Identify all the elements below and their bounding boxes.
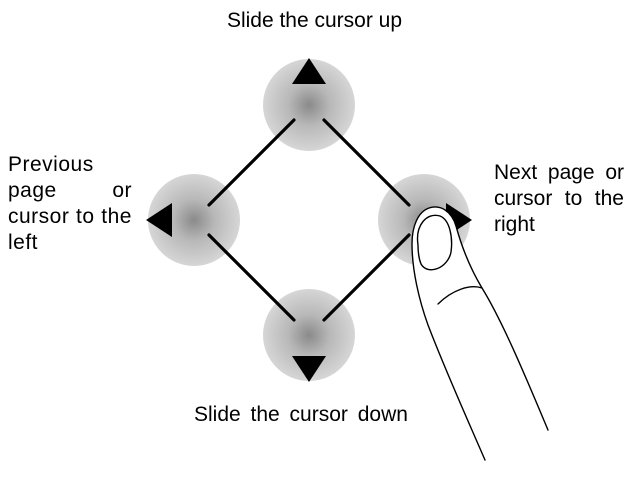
pointing-finger-icon [411,206,549,461]
previous-page-label: Previous page or cursor to the left [8,153,132,254]
slide-down-label: Slide the cursor down [194,403,408,426]
slide-up-label: Slide the cursor up [226,9,403,32]
next-page-label: Next page or cursor to the right [494,161,624,236]
diamond-outline [207,118,411,322]
triangle-up-icon[interactable] [292,58,326,84]
triangle-left-icon[interactable] [146,203,172,237]
triangle-down-icon[interactable] [292,356,326,382]
